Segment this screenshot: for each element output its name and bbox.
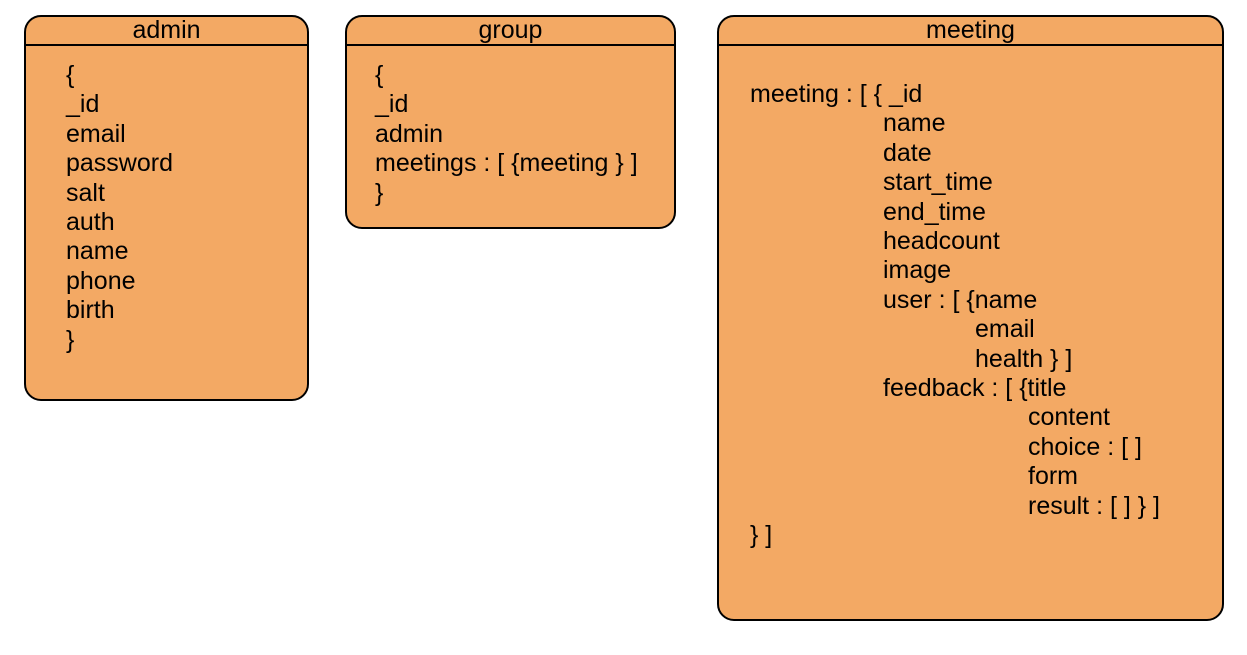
schema-line: { — [375, 61, 384, 89]
entity-title: meeting — [719, 17, 1222, 46]
schema-line: password — [66, 149, 173, 178]
entity-title: group — [347, 17, 674, 46]
schema-line: _id — [66, 90, 100, 119]
schema-line: user : [ {name — [883, 285, 1038, 314]
schema-line: meetings : [ {meeting } ] — [375, 149, 638, 178]
schema-line: headcount — [883, 227, 1000, 256]
schema-line: } ] — [750, 521, 773, 550]
schema-line: } — [66, 325, 75, 354]
schema-line: health } ] — [975, 344, 1073, 373]
schema-line: meeting : [ { _id — [750, 80, 923, 108]
schema-line: name — [66, 237, 129, 266]
schema-line: content — [1028, 403, 1111, 432]
schema-line: } — [375, 178, 384, 207]
schema-line: choice : [ ] — [1028, 432, 1142, 461]
entity-title: admin — [26, 17, 307, 46]
schema-line: result : [ ] } ] — [1028, 491, 1160, 520]
schema-line: end_time — [883, 197, 986, 226]
schema-line: date — [883, 138, 932, 167]
schema-line: salt — [66, 178, 105, 207]
schema-line: auth — [66, 208, 115, 237]
schema-line: email — [66, 119, 126, 148]
schema-line: email — [975, 315, 1035, 344]
schema-line: _id — [375, 90, 409, 119]
schema-line: birth — [66, 296, 115, 325]
schema-line: { — [66, 61, 75, 89]
schema-line: phone — [66, 266, 136, 295]
schema-line: start_time — [883, 168, 993, 197]
schema-line: feedback : [ {title — [883, 374, 1067, 403]
schema-line: admin — [375, 119, 444, 148]
schema-line: image — [883, 256, 952, 285]
schema-line: form — [1028, 462, 1078, 491]
schema-line: name — [883, 109, 946, 138]
